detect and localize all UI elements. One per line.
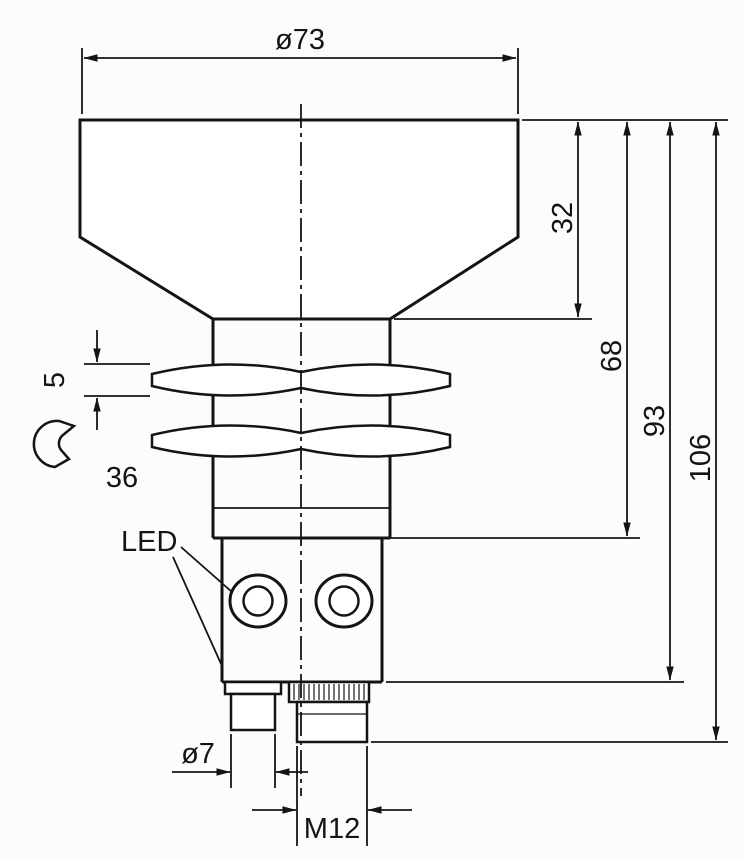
dim-right-stack: 32 68 93 106: [371, 119, 728, 743]
dim-top-diameter: ø73: [81, 24, 519, 114]
sensor-outline-group: [78, 118, 520, 744]
dim-pigtail-text: ø7: [181, 738, 215, 770]
dim-extension-line: [84, 363, 150, 397]
dim-68-text: 68: [596, 340, 628, 372]
dim-connector-text: M12: [304, 813, 360, 845]
wrench-icon: [32, 419, 77, 469]
dim-extension-line: [230, 734, 276, 788]
led-leader-line-lower: [172, 556, 223, 667]
wrench-size-text: 36: [106, 462, 138, 494]
dim-pigtail-diameter: ø7: [172, 734, 308, 788]
led-leader-line-upper: [180, 546, 233, 593]
wrench-size-callout: 36: [32, 419, 138, 494]
led-callout: LED: [121, 526, 233, 667]
led-right-inner: [328, 585, 360, 617]
dim-extension-line: [296, 746, 368, 846]
m12-knurl-hatching: [293, 684, 365, 700]
led-left-inner: [242, 585, 274, 617]
dim-93-text: 93: [639, 405, 671, 437]
dim-top-diameter-text: ø73: [275, 24, 325, 56]
pigtail-collar: [223, 680, 283, 696]
dim-nut-thickness-text: 5: [39, 372, 71, 388]
dim-connector-thread: M12: [252, 746, 412, 846]
dim-32-text: 32: [547, 202, 579, 234]
dim-nut-thickness: 5: [39, 330, 150, 430]
dim-extension-line: [81, 48, 519, 114]
sensor-head-cone: [78, 118, 520, 321]
dim-106-text: 106: [685, 434, 717, 482]
m12-thread-stub: [295, 700, 369, 744]
led-label-text: LED: [121, 526, 177, 558]
pigtail-stub: [229, 692, 277, 732]
